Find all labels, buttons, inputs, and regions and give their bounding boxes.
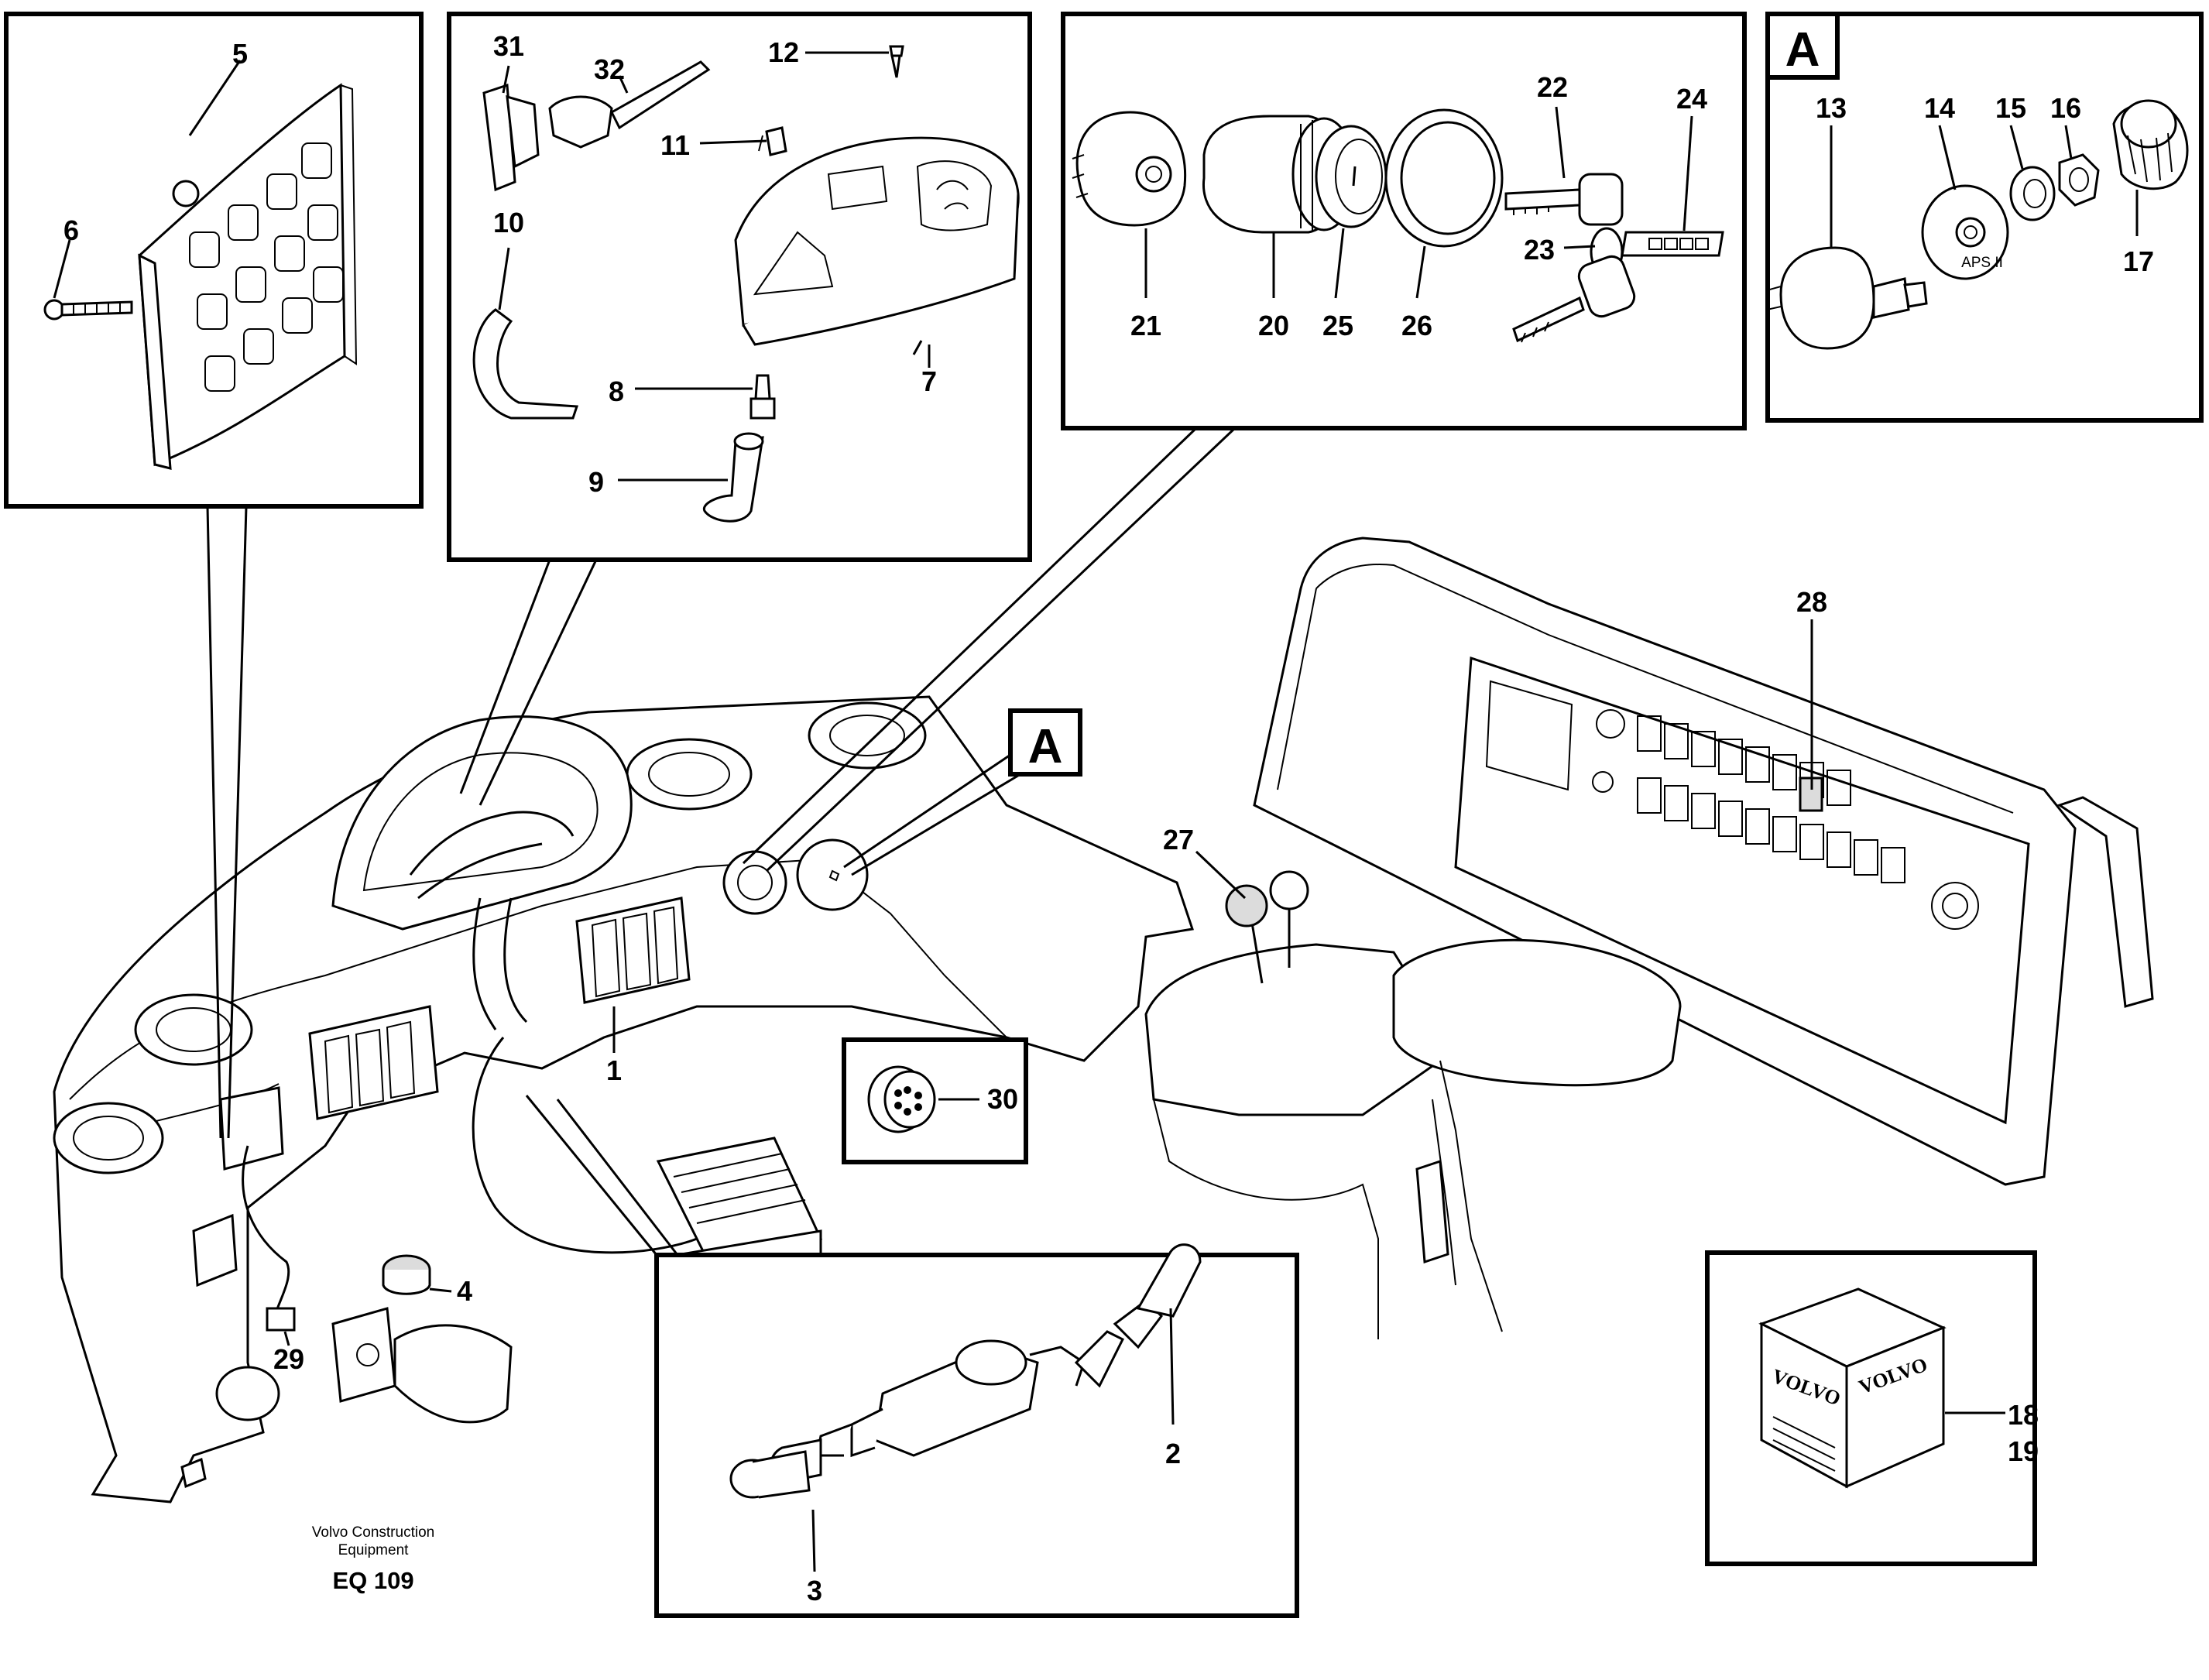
detail-marker-a: A [1028, 720, 1063, 773]
key-part-22 [1504, 173, 1624, 226]
washer-part-15 [2009, 166, 2056, 221]
inset-marker-a: A [1785, 23, 1820, 77]
callout-32: 32 [594, 53, 625, 85]
ring-part-26 [1384, 108, 1504, 248]
callout-10: 10 [493, 207, 524, 238]
callout-22: 22 [1537, 71, 1568, 103]
callout-5: 5 [232, 38, 248, 70]
callout-6: 6 [63, 214, 79, 246]
callout-24: 24 [1676, 83, 1707, 115]
cable-clip-part-32 [548, 60, 711, 149]
credit-line-2: Equipment [338, 1542, 410, 1558]
clip-part-11 [758, 126, 787, 156]
callout-25: 25 [1322, 310, 1353, 341]
bulb-part-8 [749, 374, 776, 420]
rocker-switch-panel-left [308, 1005, 439, 1120]
rocker-switch-panel-center [575, 897, 691, 1004]
callout-28: 28 [1796, 586, 1827, 618]
callout-23: 23 [1524, 234, 1555, 266]
volvo-carton-part-18: VOLVO VOLVO [1758, 1287, 1947, 1489]
credit-block: Volvo Construction Equipment EQ 109 [312, 1524, 434, 1594]
callout-numbers: 1 2 3 4 5 6 7 8 9 10 11 12 13 14 15 16 1… [63, 30, 2154, 1606]
callout-1: 1 [606, 1054, 622, 1086]
instrument-cluster-part-7 [734, 136, 1020, 346]
control-console [1144, 537, 2154, 1339]
callout-15: 15 [1995, 92, 2026, 124]
callout-9: 9 [588, 466, 604, 498]
callout-17: 17 [2123, 245, 2154, 277]
credit-line-1: Volvo Construction [312, 1524, 434, 1541]
callout-13: 13 [1816, 92, 1847, 124]
key-part-23 [1512, 227, 1636, 343]
bulb-holder-part-9 [702, 432, 764, 523]
callout-14: 14 [1924, 92, 1955, 124]
drawing-code: EQ 109 [332, 1567, 413, 1594]
callout-29: 29 [273, 1343, 304, 1375]
callout-31: 31 [493, 30, 524, 62]
ignition-label: APS II [1961, 255, 2003, 271]
stalk-switch [729, 1243, 1202, 1499]
dashboard-panel [53, 695, 1194, 1503]
switch-bracket-part-4 [331, 1254, 513, 1424]
callout-27: 27 [1163, 824, 1194, 855]
screw-part-6 [43, 299, 133, 321]
cover-plate-part-14: APS II [1921, 184, 2009, 280]
callout-18: 18 [2008, 1399, 2039, 1431]
callout-4: 4 [457, 1275, 472, 1307]
callout-21: 21 [1130, 310, 1161, 341]
rocker-switch-bank [1637, 715, 1905, 883]
callout-16: 16 [2050, 92, 2081, 124]
connector-part-30 [867, 1065, 936, 1133]
callout-12: 12 [768, 36, 799, 68]
callout-30: 30 [987, 1083, 1018, 1115]
callout-20: 20 [1258, 310, 1289, 341]
screw-part-12 [889, 45, 904, 78]
nut-part-16 [2058, 153, 2100, 207]
cable-tie-part-10 [472, 308, 579, 420]
callout-2: 2 [1165, 1438, 1181, 1469]
key-tag-part-24 [1621, 231, 1724, 257]
lock-cylinder-part-25 [1315, 125, 1387, 228]
ignition-switch-part-21 [1072, 111, 1187, 227]
callout-7: 7 [921, 365, 937, 397]
callout-26: 26 [1401, 310, 1432, 341]
callout-19: 19 [2008, 1435, 2039, 1467]
knob-part-17 [2112, 99, 2189, 190]
keypad-part-5 [138, 83, 358, 470]
callout-11: 11 [660, 129, 690, 161]
callout-8: 8 [609, 375, 624, 407]
cable-holder-part-31 [482, 83, 540, 192]
switch-part-13 [1766, 246, 1928, 350]
callout-3: 3 [807, 1575, 822, 1606]
